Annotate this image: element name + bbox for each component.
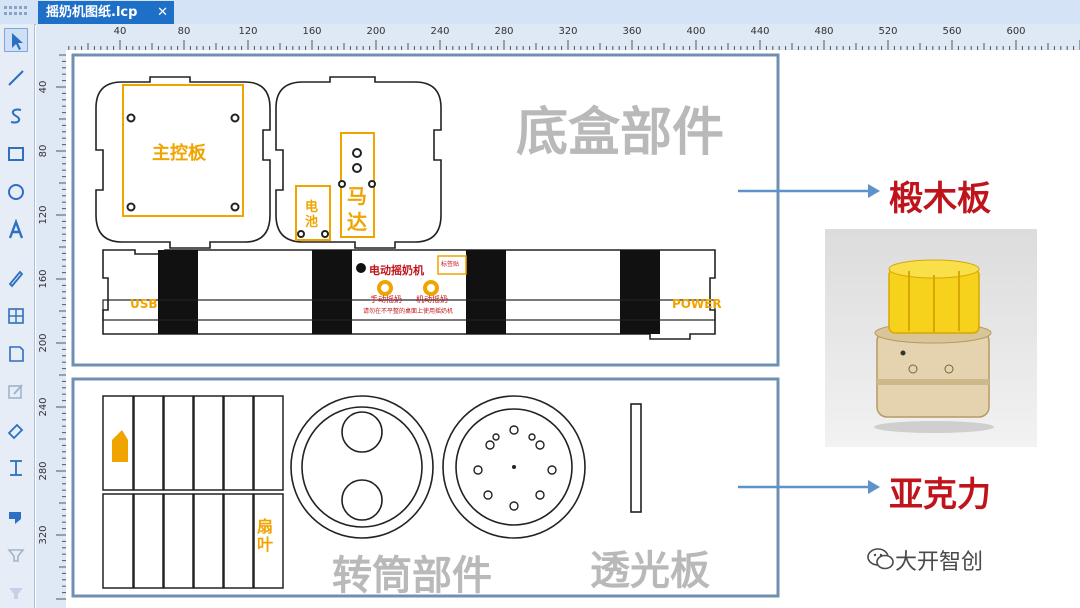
label-sticker bbox=[437, 255, 467, 275]
brand-label: 电动摇奶机 bbox=[369, 264, 424, 277]
document-tab-title: 摇奶机图纸.lcp bbox=[46, 5, 138, 20]
ruler-label: 560 bbox=[942, 26, 962, 37]
drawing-toolbar bbox=[0, 24, 35, 608]
usb-label: USB bbox=[130, 297, 158, 311]
mount-holes bbox=[126, 113, 240, 212]
transparent-panel-caption: 透光板 bbox=[590, 548, 710, 594]
main-board-outline bbox=[122, 84, 244, 217]
button-left-label: 手动摇奶 bbox=[370, 295, 402, 304]
edit-icon[interactable] bbox=[4, 380, 28, 404]
ruler-label: 520 bbox=[878, 26, 898, 37]
layer-icon[interactable] bbox=[4, 542, 28, 566]
base-plate-left bbox=[95, 76, 271, 249]
ruler-label: 40 bbox=[113, 26, 127, 37]
ruler-label: 200 bbox=[366, 26, 386, 37]
wechat-icon bbox=[867, 548, 894, 570]
drum-parts-caption: 转筒部件 bbox=[332, 553, 492, 599]
button-right-label: 机动摇奶 bbox=[416, 295, 448, 304]
drum-ring bbox=[290, 395, 434, 539]
strip-slot-line bbox=[102, 299, 716, 321]
pen-icon[interactable] bbox=[4, 266, 28, 290]
motor-label-top: 马 bbox=[347, 184, 367, 208]
ruler-label: 600 bbox=[1006, 26, 1026, 37]
warning-label: 请勿在不平整的桌面上使用摇奶机 bbox=[363, 308, 454, 315]
fan-label: 扇叶 bbox=[257, 517, 274, 554]
ruler-label: 400 bbox=[686, 26, 706, 37]
power-label: POWER bbox=[672, 297, 722, 311]
window-grip-icon bbox=[4, 6, 27, 15]
fan-engraving-mark bbox=[112, 430, 128, 462]
page-icon[interactable] bbox=[4, 342, 28, 366]
disk-holes bbox=[473, 425, 557, 511]
base-parts-caption: 底盒部件 bbox=[516, 103, 725, 163]
ruler-label: 120 bbox=[238, 26, 258, 37]
watermark-text: 大开智创 bbox=[895, 550, 984, 575]
ruler-label: 480 bbox=[814, 26, 834, 37]
motor-holes bbox=[297, 148, 376, 238]
eraser-icon[interactable] bbox=[4, 418, 28, 442]
label-sticker-text: 标签贴 bbox=[441, 261, 460, 268]
more-icon[interactable] bbox=[4, 580, 28, 604]
fan-blade-plates bbox=[102, 395, 284, 589]
ruler-label: 80 bbox=[177, 26, 191, 37]
arrow-icon bbox=[738, 184, 880, 494]
ellipse-icon[interactable] bbox=[4, 180, 28, 204]
base-parts-panel bbox=[71, 53, 780, 367]
product-photo bbox=[825, 229, 1037, 447]
motor-label-bottom: 达 bbox=[347, 210, 367, 234]
battery-label: 电池 bbox=[305, 200, 319, 230]
disk-center-mark bbox=[512, 465, 516, 469]
curve-icon[interactable] bbox=[4, 104, 28, 128]
rectangle-icon[interactable] bbox=[4, 142, 28, 166]
battery-outline bbox=[295, 185, 331, 241]
button-circles bbox=[377, 280, 439, 296]
measure-icon[interactable] bbox=[4, 456, 28, 480]
basswood-label: 椴木板 bbox=[889, 179, 991, 219]
line-icon[interactable] bbox=[4, 66, 28, 90]
transparent-bar bbox=[630, 403, 642, 513]
acrylic-label: 亚克力 bbox=[889, 475, 991, 515]
ruler-label: 240 bbox=[430, 26, 450, 37]
ruler-label: 440 bbox=[750, 26, 770, 37]
grid-icon[interactable] bbox=[4, 304, 28, 328]
close-icon[interactable]: ✕ bbox=[157, 5, 168, 20]
ruler-label: 360 bbox=[622, 26, 642, 37]
ruler-label: 280 bbox=[494, 26, 514, 37]
horizontal-ruler: 40 80 120 160 200 240 280 320 360 400 440 480 520 560… bbox=[66, 24, 1080, 50]
brand-dot-icon bbox=[356, 263, 366, 273]
ruler-label: 160 bbox=[302, 26, 322, 37]
fill-icon[interactable] bbox=[4, 504, 28, 528]
select-arrow-icon[interactable] bbox=[4, 28, 28, 52]
text-icon[interactable] bbox=[4, 218, 28, 242]
transparent-disk bbox=[442, 395, 586, 539]
main-board-label: 主控板 bbox=[152, 143, 206, 164]
base-plate-right bbox=[275, 76, 442, 249]
ruler-label: 320 bbox=[558, 26, 578, 37]
document-tab[interactable]: 摇奶机图纸.lcp ✕ bbox=[38, 1, 174, 24]
